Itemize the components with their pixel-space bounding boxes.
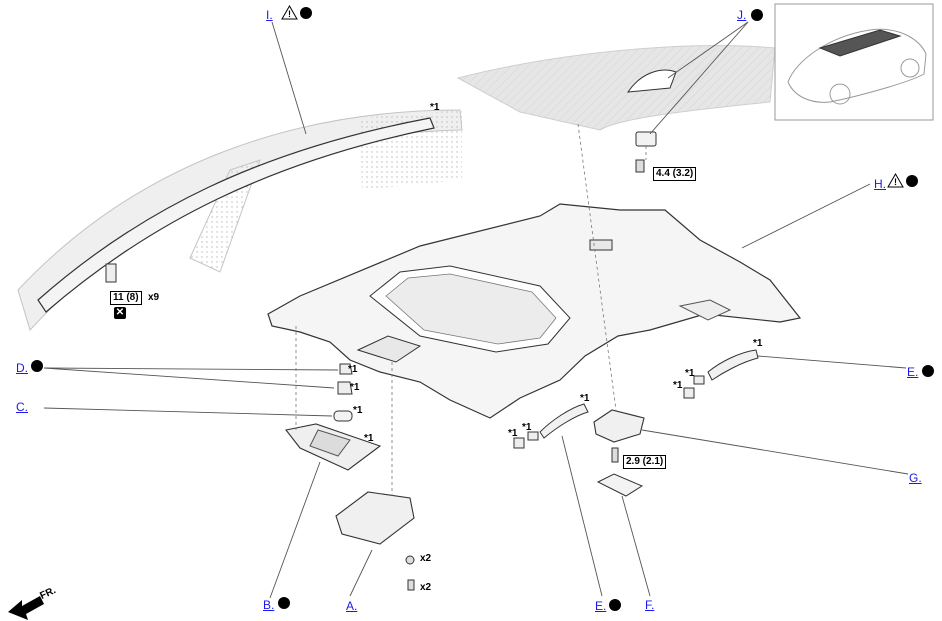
callout-e-bottom[interactable]: E.	[595, 599, 607, 613]
map-light-opening	[356, 335, 422, 363]
qty-clips: x2	[420, 553, 432, 564]
torque-map-light: 2.9 (2.1)	[623, 455, 667, 469]
roof-panel-hatch	[458, 45, 775, 130]
visor-clip	[339, 363, 353, 375]
note-star: *1	[753, 338, 763, 349]
note-dot-icon	[278, 597, 290, 609]
warning-icon: !	[887, 173, 904, 188]
note-star: *1	[353, 405, 363, 416]
note-star: *1	[348, 364, 358, 375]
qty-screws: x2	[420, 582, 432, 593]
note-star: *1	[364, 433, 374, 444]
svg-text:!: !	[288, 9, 291, 19]
note-star: *1	[508, 428, 518, 439]
car-inset-frame	[774, 3, 934, 121]
callout-h[interactable]: H.	[874, 177, 886, 191]
non-reusable-icon: ✕	[114, 307, 126, 319]
note-star: *1	[580, 393, 590, 404]
torque-antenna: 4.4 (3.2)	[653, 167, 697, 181]
note-dot-icon	[906, 175, 918, 187]
callout-g[interactable]: G.	[909, 471, 922, 485]
note-dot-icon	[751, 9, 763, 21]
antenna-nut	[635, 159, 645, 173]
note-star: *1	[522, 422, 532, 433]
leader-lines	[43, 21, 909, 599]
dashed-lines	[295, 123, 647, 496]
curtain-airbag-bolt	[105, 263, 117, 283]
svg-text:!: !	[894, 177, 897, 187]
assist-grip-cover-front	[513, 437, 525, 449]
callout-j[interactable]: J.	[737, 8, 747, 22]
note-dot-icon	[609, 599, 621, 611]
callout-f[interactable]: F.	[645, 598, 655, 612]
console-screw	[407, 579, 415, 591]
car-inset-roof	[818, 29, 902, 57]
map-light-lens	[596, 473, 644, 497]
visor-holder-cover	[333, 410, 353, 422]
assist-grip-cover-rear-2	[693, 375, 705, 385]
map-light	[593, 409, 645, 443]
assist-grip-cover-front-2	[527, 431, 539, 441]
note-star: *1	[685, 368, 695, 379]
assist-grip-rear	[707, 349, 759, 381]
roof-console	[335, 491, 415, 545]
note-dot-icon	[300, 7, 312, 19]
console-clip	[405, 555, 415, 565]
visor-holder	[337, 381, 353, 395]
front-arrow	[8, 596, 44, 620]
car-inset	[787, 28, 927, 103]
callout-b[interactable]: B.	[263, 598, 275, 612]
curtain-airbag	[37, 117, 435, 313]
assist-grip-front	[539, 403, 589, 439]
sunroof-inner	[385, 273, 557, 345]
antenna-base	[635, 131, 657, 147]
note-star: *1	[430, 102, 440, 113]
callout-a[interactable]: A.	[346, 599, 358, 613]
callout-d[interactable]: D.	[16, 361, 28, 375]
callout-i[interactable]: I.	[266, 8, 273, 22]
note-dot-icon	[31, 360, 43, 372]
note-dot-icon	[922, 365, 934, 377]
note-star: *1	[673, 380, 683, 391]
qty-curtain-airbag-bolts: x9	[148, 292, 160, 303]
warning-icon: !	[281, 5, 298, 20]
roof-console-slot	[589, 239, 613, 251]
note-star: *1	[350, 382, 360, 393]
callout-c[interactable]: C.	[16, 400, 28, 414]
torque-curtain-airbag: 11 (8)	[110, 291, 142, 305]
sun-visor-mirror	[309, 429, 351, 457]
callout-e-right[interactable]: E.	[907, 365, 919, 379]
map-light-bolt	[611, 447, 619, 463]
assist-grip-cover-rear	[683, 387, 695, 399]
assist-grip-pad-rear	[678, 299, 732, 321]
